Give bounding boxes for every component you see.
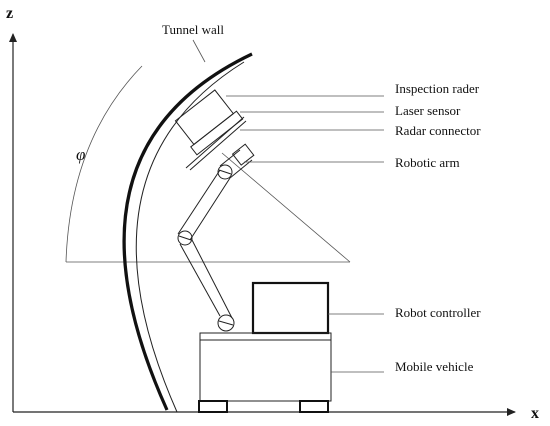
tunnel-wall-arc: [122, 52, 253, 411]
laser-sensor: [231, 143, 255, 166]
z-axis-label: z: [6, 5, 13, 22]
tunnel-inner-arc: [135, 61, 245, 413]
joint-wrist: [217, 164, 233, 180]
label-radar-connector: Radar connector: [395, 123, 481, 138]
arm-link-wrist-a: [219, 149, 241, 167]
arm-link-upper-a: [177, 169, 221, 235]
joint-base: [217, 314, 235, 332]
robot-controller-box: [251, 281, 330, 335]
radar-connector-inner: [189, 120, 247, 171]
label-laser-sensor: Laser sensor: [395, 103, 461, 118]
arm-link-wrist-b: [229, 159, 253, 179]
tunnel-wall-label: Tunnel wall: [162, 22, 224, 37]
radar-connector: [185, 116, 245, 169]
label-mobile-vehicle: Mobile vehicle: [395, 359, 474, 374]
scan-fan-edge: [221, 152, 351, 263]
label-robot-controller: Robot controller: [395, 305, 481, 320]
inspection-radar: [174, 89, 244, 156]
vehicle-wheel-right: [299, 400, 329, 413]
angle-phi-label: φ: [76, 145, 85, 164]
label-inspection-radar: Inspection rader: [395, 81, 480, 96]
joint-elbow: [177, 230, 193, 246]
arm-link-lower-a: [179, 243, 221, 317]
angle-phi-arc: [65, 65, 143, 263]
arm-link-upper-b: [189, 177, 231, 241]
mobile-vehicle-body: [199, 332, 332, 402]
arm-link-lower-b: [190, 237, 233, 319]
tunnel-wall-leader: [192, 39, 206, 63]
x-axis-label: x: [531, 405, 539, 422]
vehicle-wheel-left: [198, 400, 228, 413]
label-robotic-arm: Robotic arm: [395, 155, 460, 170]
